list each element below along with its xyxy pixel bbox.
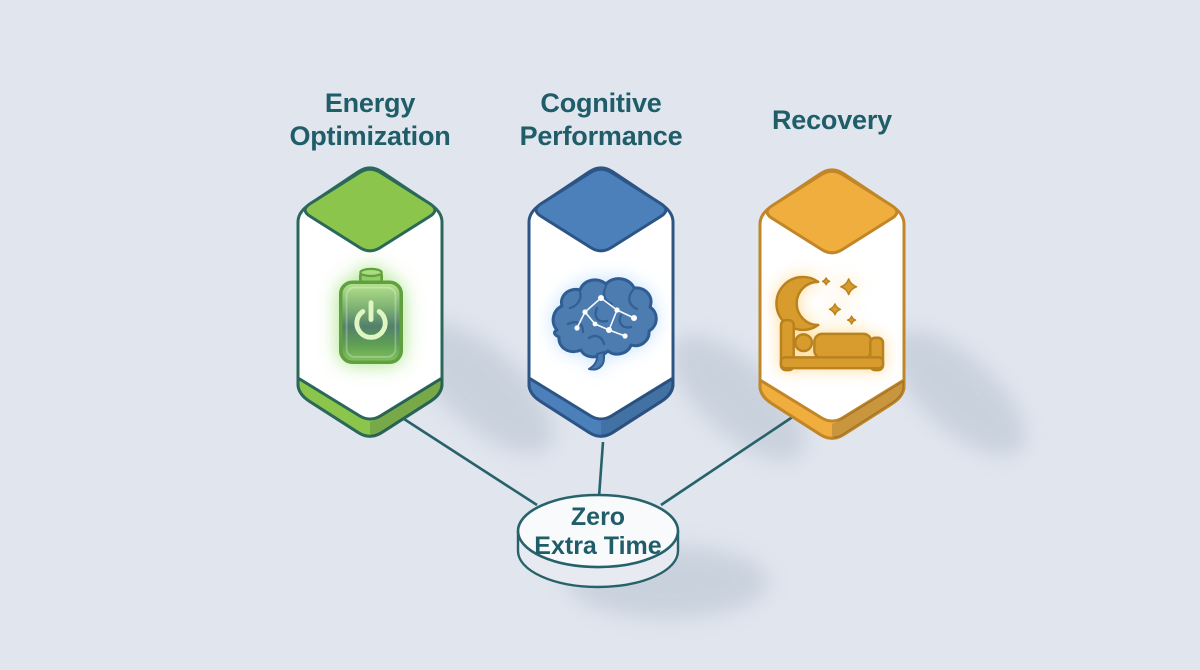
capsule-top-face [765, 169, 899, 255]
capsule-recovery [758, 164, 906, 444]
hub-label-line1: Zero [570, 503, 626, 531]
capsule-band-shading [370, 378, 442, 437]
hub-disc [516, 493, 680, 589]
capsule-energy [296, 162, 444, 442]
brain-outline [551, 277, 658, 359]
sparkle-stars [821, 277, 858, 325]
power-symbol-arc [354, 309, 388, 340]
battery-body [339, 280, 403, 364]
battery-cap-top [359, 267, 383, 278]
pillar-shadow-recovery [891, 330, 1025, 456]
pillar-cognitive-performance: Cognitive Performance [491, 85, 711, 442]
capsule-shape-recovery [758, 168, 906, 440]
crescent-moon [775, 275, 820, 332]
capsule-bottom-band [527, 375, 675, 438]
hub-label: Zero Extra Time [518, 503, 678, 561]
bed-mattress [813, 332, 873, 360]
pillar-energy-optimization: Energy Optimization [260, 85, 480, 442]
capsule-top-face [303, 167, 437, 253]
connector-recovery-to-hub [660, 414, 795, 507]
pillar-shadow-cognitive [671, 335, 805, 461]
pillar-shadow-energy [412, 322, 554, 454]
connector-energy-to-hub [403, 417, 538, 507]
brain-stem [588, 351, 605, 371]
moon-bed-sleep-icon [775, 275, 885, 372]
hub-label-line2: Extra Time [534, 532, 662, 560]
brain-network-icon [551, 277, 658, 371]
capsule-cognitive [527, 162, 675, 442]
connector-cognitive-to-hub [597, 441, 605, 498]
bed-base-bar [779, 356, 885, 370]
capsule-band-shading [832, 380, 904, 439]
capsule-bottom-band [296, 375, 444, 438]
pillar-title-recovery: Recovery [772, 104, 892, 135]
pillar-recovery: Recovery [722, 85, 942, 444]
connector-lines [403, 414, 795, 507]
pillar-title-energy: Energy Optimization [289, 88, 451, 151]
neural-network-nodes [574, 295, 637, 339]
battery-power-icon [339, 267, 403, 364]
person-head [793, 333, 814, 353]
cast-shadows [412, 322, 1025, 618]
battery-inner-highlight [345, 286, 397, 358]
capsule-band-shading [601, 378, 673, 437]
capsule-bottom-band [758, 377, 906, 440]
bed-with-person [779, 318, 885, 372]
capsule-top-face [534, 167, 668, 253]
hub-disc-top [516, 493, 680, 569]
pillar-title-cognitive: Cognitive Performance [519, 88, 683, 151]
